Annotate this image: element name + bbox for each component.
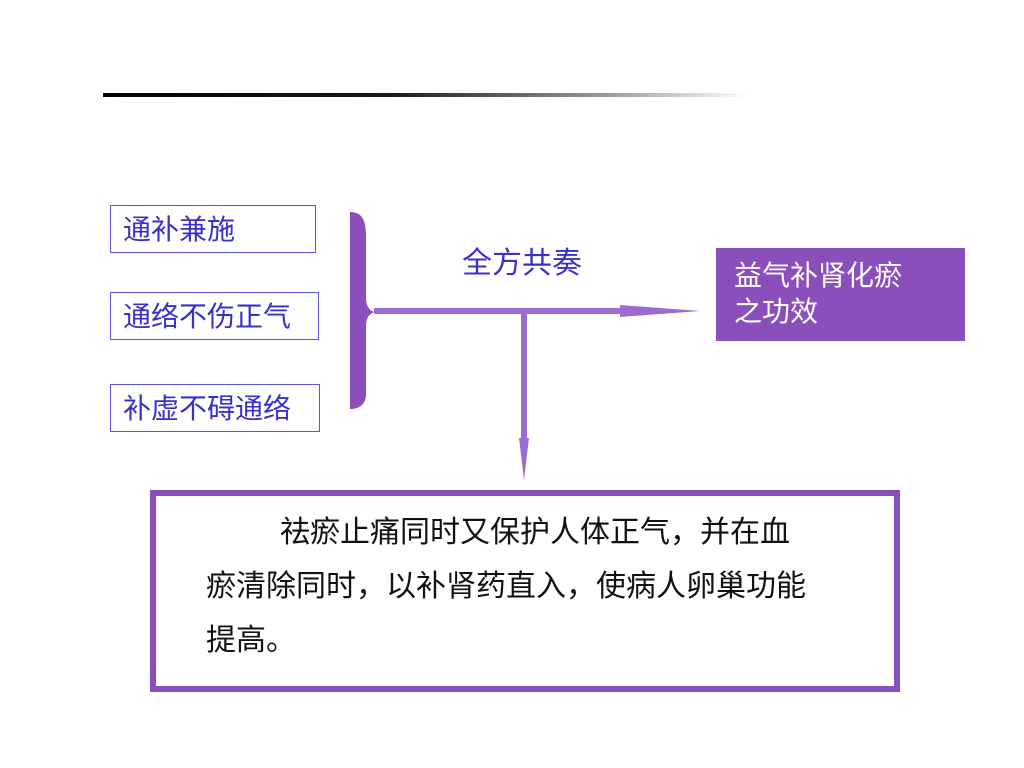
center-label: 全方共奏: [462, 246, 582, 281]
header-divider: [103, 93, 748, 97]
result-line-2: 之功效: [734, 295, 819, 328]
summary-line-3: 提高。: [206, 623, 296, 658]
result-box: 益气补肾化瘀 之功效: [716, 248, 965, 341]
vertical-connector: [521, 314, 527, 440]
summary-box: 祛瘀止痛同时又保护人体正气，并在血 瘀清除同时，以补肾药直入，使病人卵巢功能 提…: [150, 490, 900, 692]
method-box-buxu: 补虚不碍通络: [110, 384, 320, 432]
down-arrow-head: [519, 438, 529, 480]
horizontal-connector: [374, 308, 622, 314]
method-box-tongbu: 通补兼施: [110, 205, 316, 253]
summary-line-1: 祛瘀止痛同时又保护人体正气，并在血: [280, 515, 790, 550]
result-line-1: 益气补肾化瘀: [734, 259, 903, 292]
right-arrow-head: [620, 305, 700, 317]
summary-line-2: 瘀清除同时，以补肾药直入，使病人卵巢功能: [206, 569, 806, 604]
brace-connector: [350, 212, 376, 409]
method-box-tongluo: 通络不伤正气: [110, 292, 319, 340]
